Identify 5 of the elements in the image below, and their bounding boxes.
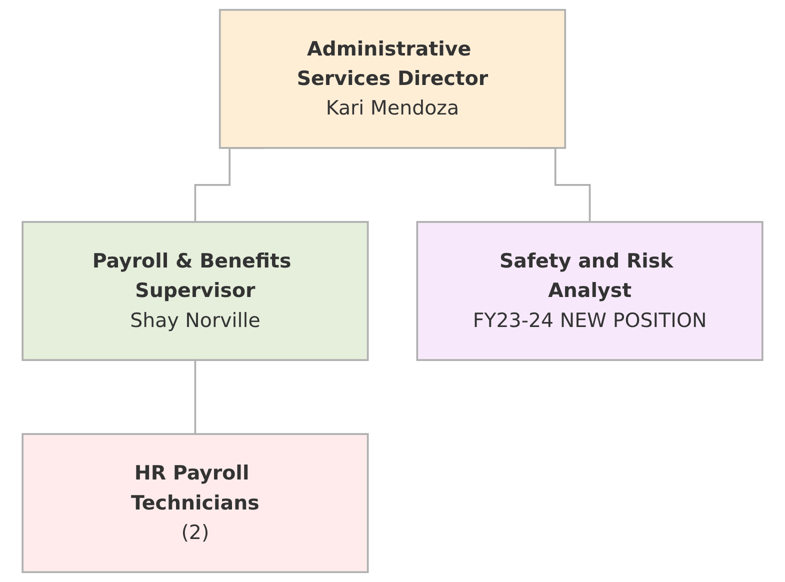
node-box: Safety and Risk Analyst FY23-24 NEW POSITION [416,221,764,361]
connector [194,359,196,435]
node-box: Payroll & Benefits Supervisor Shay Norville [22,221,369,361]
node-box: Administrative Services Director Kari Mendoza [218,8,566,149]
node-box: HR Payroll Technicians (2) [22,433,369,574]
